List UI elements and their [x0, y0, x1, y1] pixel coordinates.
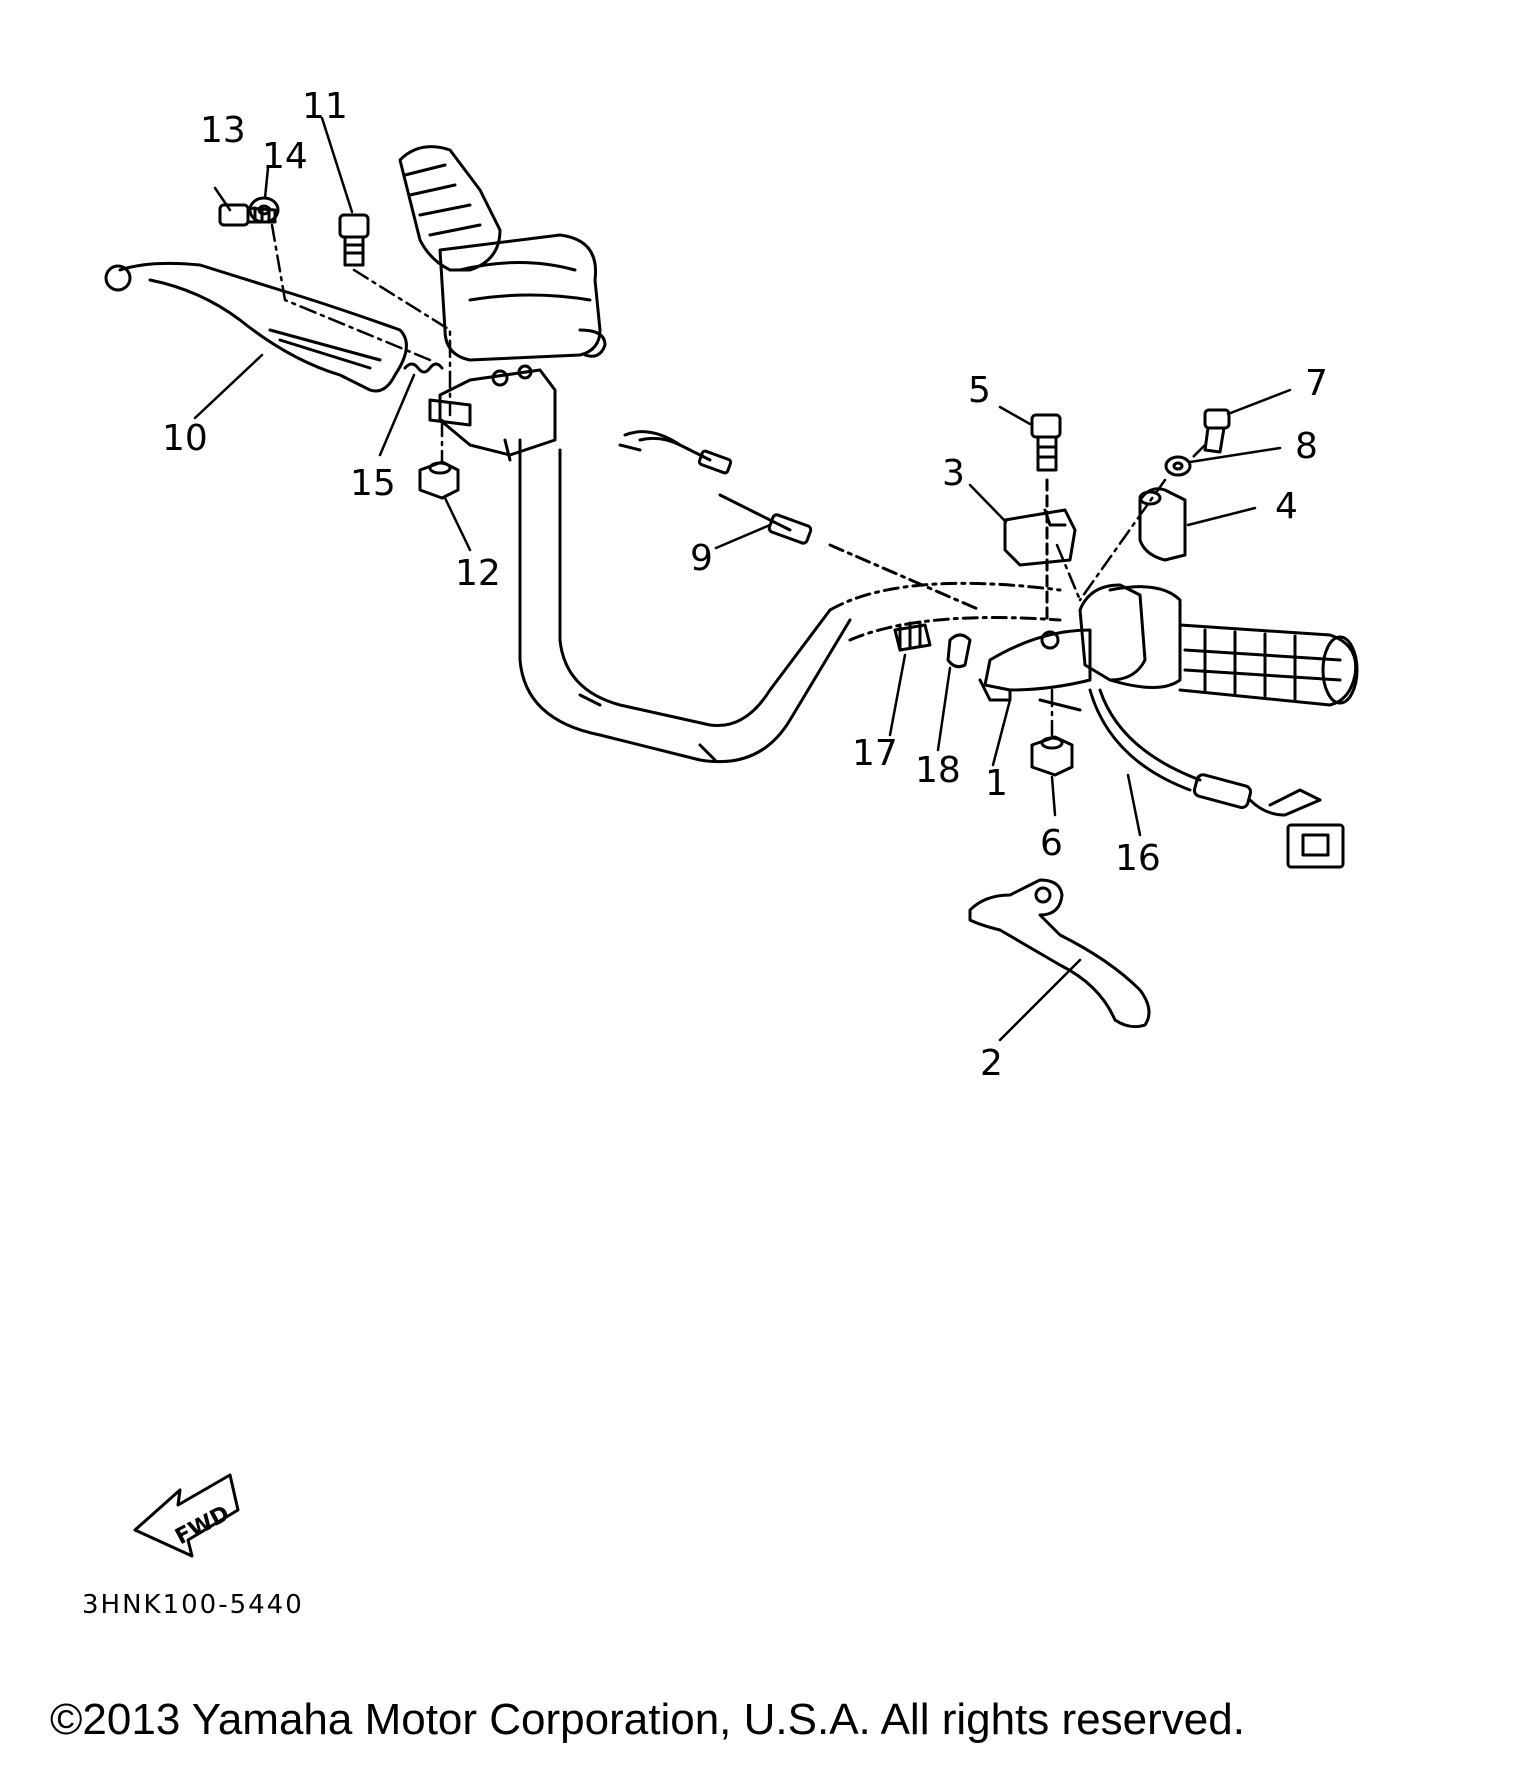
right-clutch-lever-2 — [968, 878, 1151, 1029]
left-grip-assembly — [398, 145, 607, 362]
part-18 — [946, 633, 972, 669]
callout-14: 14 — [262, 136, 308, 177]
callout-4: 4 — [1275, 486, 1298, 527]
callout-5: 5 — [968, 370, 991, 411]
fwd-label: FWD — [171, 1501, 234, 1550]
switch-cable-9 — [618, 430, 982, 612]
right-grip-assembly — [1078, 583, 1359, 707]
bolt-11 — [338, 213, 370, 267]
callout-12: 12 — [455, 553, 501, 594]
copyright-notice: ©2013 Yamaha Motor Corporation, U.S.A. A… — [50, 1695, 1245, 1744]
bolt-5 — [1030, 413, 1062, 622]
spring-15 — [403, 362, 444, 374]
left-lever-bracket — [428, 364, 557, 462]
drawing-number: 3HNK100-5440 — [82, 1590, 304, 1620]
callout-leaders — [193, 116, 1292, 1042]
handlebar — [518, 438, 1062, 764]
callout-13: 13 — [200, 110, 246, 151]
holder-4 — [1138, 487, 1187, 562]
callout-16: 16 — [1115, 838, 1161, 879]
callout-18: 18 — [915, 750, 961, 791]
fwd-arrow-icon — [133, 1473, 240, 1558]
callout-labels: 13 14 11 10 15 12 5 3 9 7 8 4 17 18 1 6 … — [162, 86, 1328, 1550]
callout-17: 17 — [852, 733, 898, 774]
left-brake-lever — [104, 261, 408, 393]
callout-10: 10 — [162, 418, 208, 459]
clamp-3 — [1003, 508, 1077, 567]
callout-8: 8 — [1295, 426, 1318, 467]
nut-6 — [1030, 735, 1074, 777]
callout-9: 9 — [690, 538, 713, 579]
callout-1: 1 — [985, 763, 1008, 804]
callout-3: 3 — [942, 453, 965, 494]
assembly-leaders — [270, 223, 1207, 742]
cable-16 — [1088, 688, 1345, 869]
callout-11: 11 — [302, 86, 348, 127]
callout-2: 2 — [980, 1043, 1003, 1084]
callout-15: 15 — [350, 463, 396, 504]
callout-7: 7 — [1305, 363, 1328, 404]
part-17 — [893, 620, 932, 652]
right-lever-bracket — [978, 628, 1092, 712]
nut-12 — [418, 460, 460, 500]
callout-6: 6 — [1040, 823, 1063, 864]
washer-8 — [1164, 455, 1192, 477]
bolt-7 — [1203, 408, 1231, 454]
